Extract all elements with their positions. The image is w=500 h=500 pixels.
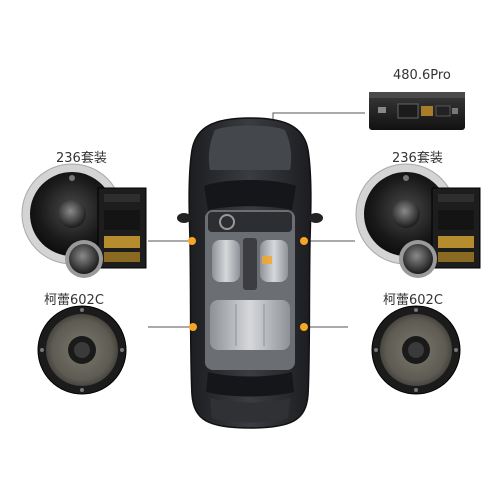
tweeter-right [399,240,437,278]
front-right-seat [260,240,288,282]
tweeter-left [65,240,103,278]
rear-right-dot [300,323,308,331]
speaker-position-dots [188,237,308,331]
crossover-left [97,187,147,269]
front-left-seat [212,240,240,282]
front-left-dot [188,237,196,245]
component-speaker-left [21,163,123,265]
front-right-dot [300,237,308,245]
coaxial-left-label: 柯蕾602C [44,293,104,308]
component-right-label: 236套装 [392,151,443,166]
rear-seat [210,300,290,350]
coaxial-right-label: 柯蕾602C [383,293,443,308]
amplifier-label: 480.6Pro [393,68,451,83]
coaxial-speaker-left [37,305,127,395]
rear-left-dot [189,323,197,331]
crossover-right [431,187,481,269]
amplifier-icon [369,92,465,130]
car-icon [177,117,323,429]
component-speaker-right [355,163,457,265]
coaxial-speaker-right [371,305,461,395]
component-left-label: 236套装 [56,151,107,166]
